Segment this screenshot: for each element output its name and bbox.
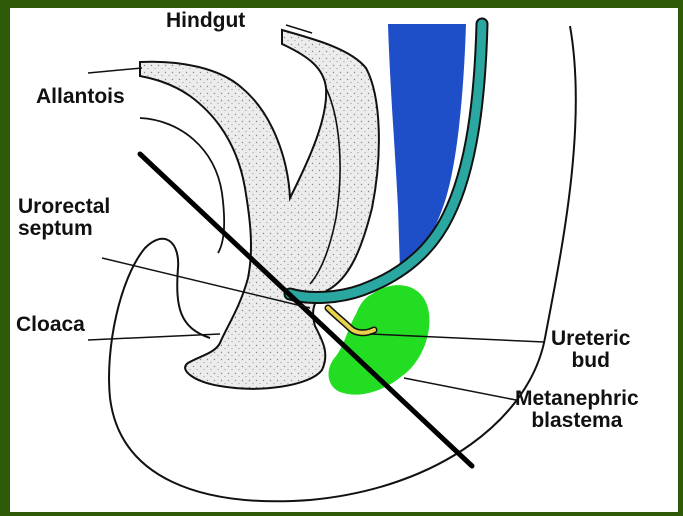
label-ureteric-bud-line2: bud — [551, 350, 630, 372]
label-urorectal-septum-line2: septum — [18, 218, 110, 240]
label-urorectal-septum: Urorectal septum — [18, 196, 110, 240]
label-metanephric-blastema-line1: Metanephric — [515, 388, 639, 410]
leader-allantois — [88, 68, 142, 73]
label-ureteric-bud: Ureteric bud — [551, 328, 630, 372]
label-urorectal-septum-line1: Urorectal — [18, 196, 110, 218]
allantois-wall — [140, 118, 224, 253]
cloaca-diagram — [10, 8, 678, 512]
label-allantois: Allantois — [36, 86, 125, 107]
leader-cloaca — [88, 334, 220, 340]
label-metanephric-blastema-line2: blastema — [515, 410, 639, 432]
label-ureteric-bud-line1: Ureteric — [551, 328, 630, 350]
mesonephric-duct — [388, 24, 466, 270]
label-cloaca: Cloaca — [16, 314, 85, 335]
hindgut-cloaca-mass — [140, 30, 379, 389]
leader-metanephric-blastema — [404, 378, 516, 400]
diagram-panel: Hindgut Allantois Urorectal septum Cloac… — [10, 8, 678, 512]
label-hindgut: Hindgut — [166, 10, 245, 31]
label-metanephric-blastema: Metanephric blastema — [515, 388, 639, 432]
